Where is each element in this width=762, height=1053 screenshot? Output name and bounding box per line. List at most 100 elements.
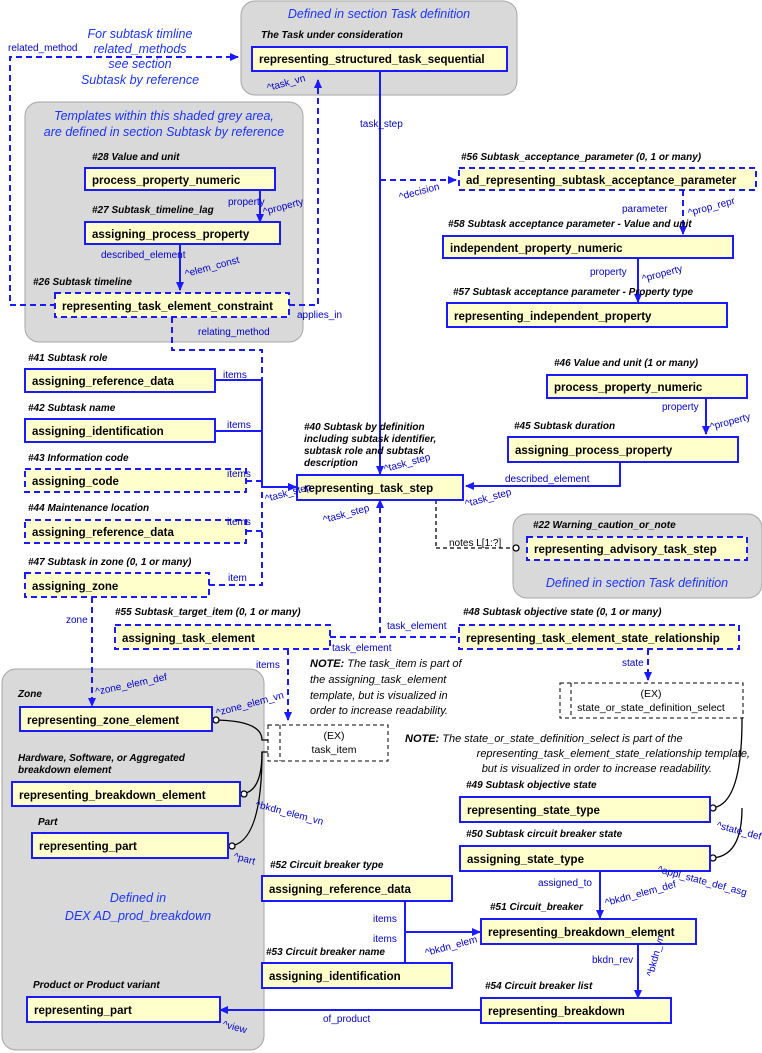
box-assigning-reference-data-44[interactable] bbox=[24, 519, 247, 544]
heading: #56 Subtask_acceptance_parameter (0, 1 o… bbox=[461, 152, 702, 163]
template-boxes bbox=[11, 46, 757, 1024]
area-caption: Defined in section Task definition bbox=[546, 576, 728, 590]
box-label: representing_independent_property bbox=[454, 311, 652, 323]
area-caption: Defined in bbox=[110, 891, 166, 905]
box-representing-breakdown[interactable] bbox=[480, 997, 672, 1024]
link-label: ^bkdn_elem_vn bbox=[254, 799, 324, 828]
box-representing-structured-task-sequential[interactable] bbox=[251, 46, 508, 72]
box-assigning-reference-data-41[interactable] bbox=[24, 368, 216, 393]
box-label: assigning_process_property bbox=[92, 229, 250, 241]
link-label: parameter bbox=[622, 204, 668, 215]
box-representing-breakdown-element-51[interactable] bbox=[480, 918, 697, 945]
link-label: ^task_step bbox=[322, 503, 371, 526]
link-label: ^bkdn_elem_def bbox=[604, 879, 678, 909]
link-label: bkdn_rev bbox=[592, 955, 633, 966]
box-process-property-numeric-28[interactable] bbox=[84, 167, 276, 191]
note-task-item-1: NOTE: The task_item is part of bbox=[310, 658, 463, 670]
link-label: described_element bbox=[101, 250, 186, 261]
box-assigning-task-element[interactable] bbox=[114, 624, 331, 650]
link-label: ^task_step bbox=[464, 487, 513, 510]
box-process-property-numeric-46[interactable] bbox=[546, 374, 748, 399]
box-assigning-process-property-27[interactable] bbox=[84, 221, 281, 245]
box-representing-state-type[interactable] bbox=[459, 796, 711, 823]
box-assigning-identification-42[interactable] bbox=[24, 418, 216, 443]
box-independent-property-numeric[interactable] bbox=[442, 235, 734, 259]
link-label: ^task_step bbox=[264, 482, 313, 505]
heading: Part bbox=[38, 817, 58, 828]
box-label: representing_part bbox=[34, 1005, 132, 1017]
box-label: representing_breakdown_element bbox=[19, 790, 206, 802]
area-caption: DEX AD_prod_breakdown bbox=[65, 909, 211, 923]
box-ex-task-item[interactable] bbox=[267, 724, 389, 762]
area-prod-breakdown bbox=[1, 668, 265, 1051]
box-ad-representing-subtask-acceptance-parameter[interactable] bbox=[458, 167, 757, 191]
box-representing-part-product[interactable] bbox=[26, 996, 221, 1023]
heading: #47 Subtask in zone (0, 1 or many) bbox=[28, 557, 192, 568]
box-representing-task-element-constraint[interactable] bbox=[54, 292, 290, 318]
ex-label: (EX) bbox=[324, 730, 345, 742]
link-label: task_element bbox=[332, 643, 392, 654]
box-label: assigning_reference_data bbox=[269, 884, 412, 896]
heading: Product or Product variant bbox=[33, 980, 160, 991]
box-label: assigning_identification bbox=[32, 426, 164, 438]
heading: #26 Subtask timeline bbox=[33, 277, 132, 288]
heading: including subtask identifier, bbox=[304, 434, 436, 445]
heading: subtask role and subtask bbox=[304, 446, 424, 457]
note-task-item-4: order to increase readability. bbox=[310, 705, 448, 717]
box-label: assigning_process_property bbox=[515, 445, 673, 457]
box-assigning-state-type[interactable] bbox=[459, 845, 711, 872]
link-label: items bbox=[223, 370, 247, 381]
box-representing-advisory-task-step[interactable] bbox=[526, 536, 748, 561]
box-assigning-process-property-45[interactable] bbox=[507, 436, 739, 463]
heading: #40 Subtask by definition bbox=[304, 422, 425, 433]
box-labels: representing_structured_task_sequential … bbox=[19, 54, 737, 1018]
notes: NOTE: The task_item is part of the assig… bbox=[310, 658, 750, 775]
heading: description bbox=[304, 458, 358, 469]
box-representing-part-zone[interactable] bbox=[31, 832, 229, 859]
box-label: representing_task_element_state_relation… bbox=[466, 633, 720, 645]
link-label: ^bkdn_elem bbox=[424, 934, 479, 959]
heading: #54 Circuit breaker list bbox=[485, 981, 593, 992]
heading: #45 Subtask duration bbox=[514, 421, 615, 432]
box-ex-state-or-state-definition-select[interactable] bbox=[559, 682, 744, 719]
box-label: assigning_code bbox=[32, 476, 119, 488]
box-label: assigning_zone bbox=[32, 581, 118, 593]
box-representing-task-step[interactable] bbox=[296, 474, 464, 501]
link-label: items bbox=[227, 469, 251, 480]
area-caption: related_methods bbox=[93, 42, 186, 56]
link-label: ^state_def bbox=[715, 820, 762, 843]
heading: breakdown element bbox=[18, 765, 112, 776]
heading: #41 Subtask role bbox=[28, 353, 108, 364]
heading: #43 Information code bbox=[28, 453, 129, 464]
box-label: representing_state_type bbox=[467, 805, 600, 817]
box-label: assigning_identification bbox=[269, 971, 401, 983]
box-representing-breakdown-element-hw[interactable] bbox=[11, 781, 241, 807]
note-state-2: representing_task_element_state_relation… bbox=[477, 748, 750, 760]
link-label: task_step bbox=[360, 119, 403, 130]
box-label: assigning_reference_data bbox=[32, 527, 175, 539]
box-assigning-code-43[interactable] bbox=[24, 468, 247, 493]
box-representing-independent-property[interactable] bbox=[446, 302, 728, 328]
box-assigning-reference-data-52[interactable] bbox=[261, 875, 453, 902]
box-label: representing_structured_task_sequential bbox=[259, 54, 485, 66]
note-task-item-3: template, but is visualized in bbox=[310, 690, 448, 702]
box-label: process_property_numeric bbox=[92, 175, 241, 187]
link-label: described_element bbox=[505, 474, 590, 485]
area-captions: Defined in section Task definition Templ… bbox=[44, 7, 728, 923]
box-assigning-identification-53[interactable] bbox=[261, 962, 453, 989]
link-label: relating_method bbox=[198, 327, 270, 338]
box-label: representing_zone_element bbox=[27, 715, 179, 727]
box-representing-task-element-state-relationship[interactable] bbox=[458, 624, 740, 650]
box-assigning-zone[interactable] bbox=[24, 572, 210, 598]
link-label: applies_in bbox=[297, 310, 342, 321]
link-label: items bbox=[227, 517, 251, 528]
heading: #53 Circuit breaker name bbox=[266, 947, 385, 958]
box-representing-zone-element[interactable] bbox=[19, 706, 213, 732]
link-label: state bbox=[622, 658, 644, 669]
box-label: assigning_task_element bbox=[122, 633, 255, 645]
link-label: items bbox=[373, 934, 397, 945]
note-state-1: NOTE: The state_or_state_definition_sele… bbox=[405, 733, 683, 745]
area-caption: For subtask timline bbox=[88, 27, 193, 41]
